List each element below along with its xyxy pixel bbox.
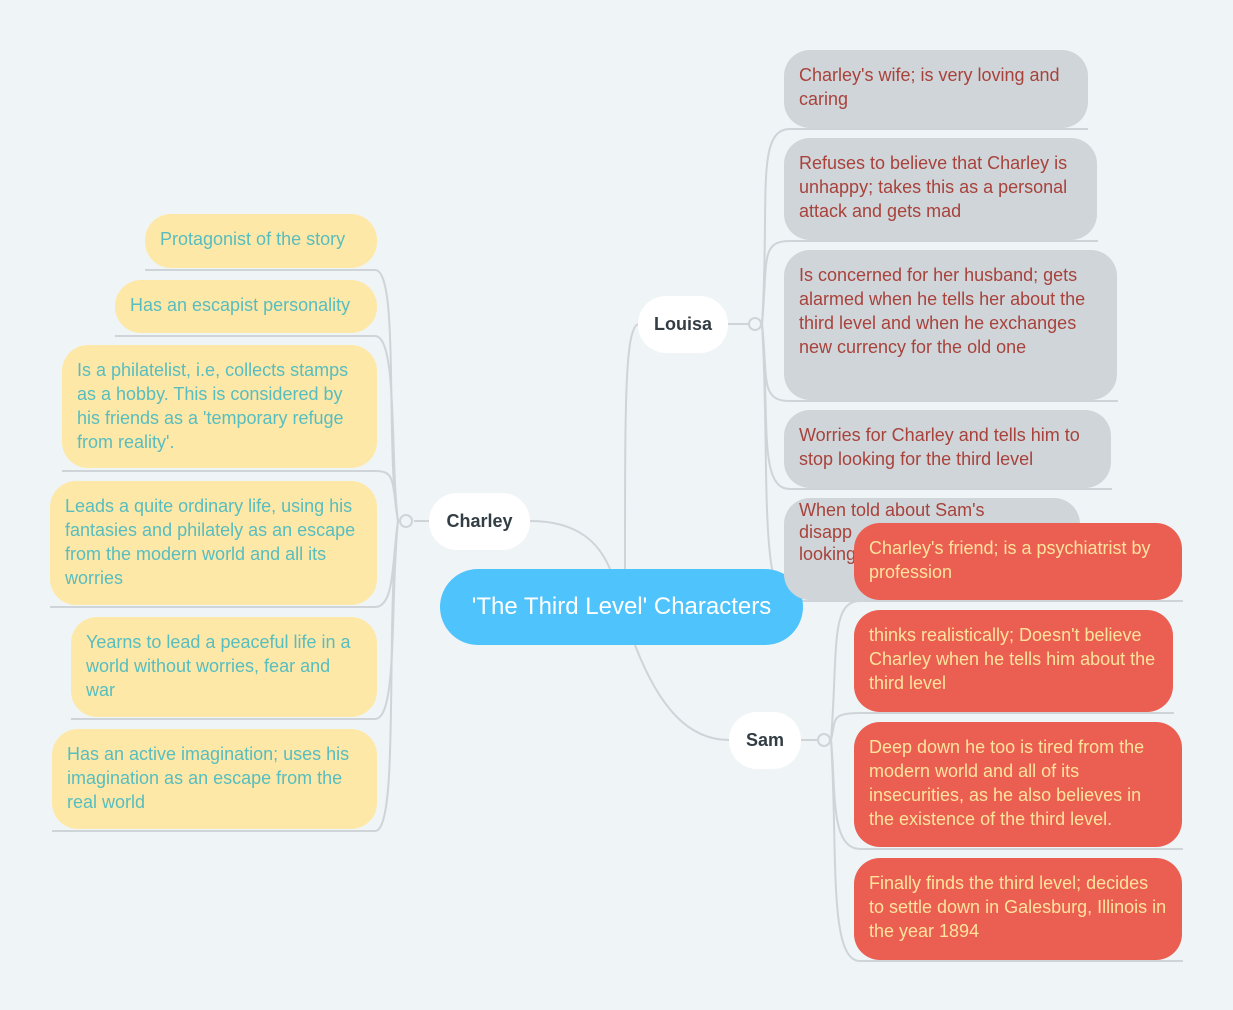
charley-item[interactable]: Is a philatelist, i.e, collects stamps a… (62, 345, 377, 468)
item-text: Has an active imagination; uses his imag… (67, 744, 350, 812)
item-text: Charley's wife; is very loving and carin… (799, 65, 1060, 109)
sam-item[interactable]: Charley's friend; is a psychiatrist by p… (854, 523, 1182, 600)
branch-label: Charley (446, 511, 513, 531)
item-text: disapp (799, 522, 853, 542)
charley-item[interactable]: Has an escapist personality (115, 280, 377, 333)
louisa-item[interactable]: Refuses to believe that Charley is unhap… (784, 138, 1097, 240)
item-text: Yearns to lead a peaceful life in a worl… (86, 632, 351, 700)
sam-item[interactable]: Deep down he too is tired from the moder… (854, 722, 1182, 847)
louisa-item[interactable]: Is concerned for her husband; gets alarm… (784, 250, 1117, 400)
louisa-item[interactable]: Worries for Charley and tells him to sto… (784, 410, 1111, 488)
item-text: Is a philatelist, i.e, collects stamps a… (77, 360, 349, 452)
branch-louisa[interactable]: Louisa (638, 296, 728, 353)
item-text: When told about Sam's (799, 500, 985, 520)
root-topic[interactable]: 'The Third Level' Characters (440, 569, 803, 645)
item-text: Refuses to believe that Charley is unhap… (799, 153, 1068, 221)
item-text: Worries for Charley and tells him to sto… (799, 425, 1080, 469)
root-label: 'The Third Level' Characters (471, 593, 772, 620)
item-text: Is concerned for her husband; gets alarm… (799, 265, 1086, 357)
branch-label: Louisa (653, 314, 712, 334)
branch-sam[interactable]: Sam (729, 712, 801, 769)
item-text: Charley's friend; is a psychiatrist by p… (869, 538, 1151, 582)
louisa-item[interactable]: Charley's wife; is very loving and carin… (784, 50, 1088, 128)
charley-item[interactable]: Protagonist of the story (145, 214, 377, 268)
item-text: looking (799, 544, 857, 564)
item-text: Deep down he too is tired from the moder… (869, 737, 1145, 829)
sam-item[interactable]: Finally finds the third level; decides t… (854, 858, 1182, 960)
item-text: thinks realistically; Doesn't believe Ch… (869, 625, 1156, 693)
branch-label: Sam (745, 730, 785, 750)
item-text: Has an escapist personality (130, 295, 351, 315)
item-text: Finally finds the third level; decides t… (869, 873, 1167, 941)
charley-item[interactable]: Has an active imagination; uses his imag… (52, 729, 377, 829)
charley-item[interactable]: Yearns to lead a peaceful life in a worl… (71, 617, 377, 717)
sam-item[interactable]: thinks realistically; Doesn't believe Ch… (854, 610, 1173, 712)
item-text: Leads a quite ordinary life, using his f… (65, 496, 356, 588)
branch-charley[interactable]: Charley (429, 493, 530, 550)
item-text: Protagonist of the story (160, 229, 346, 249)
charley-item[interactable]: Leads a quite ordinary life, using his f… (50, 481, 377, 605)
